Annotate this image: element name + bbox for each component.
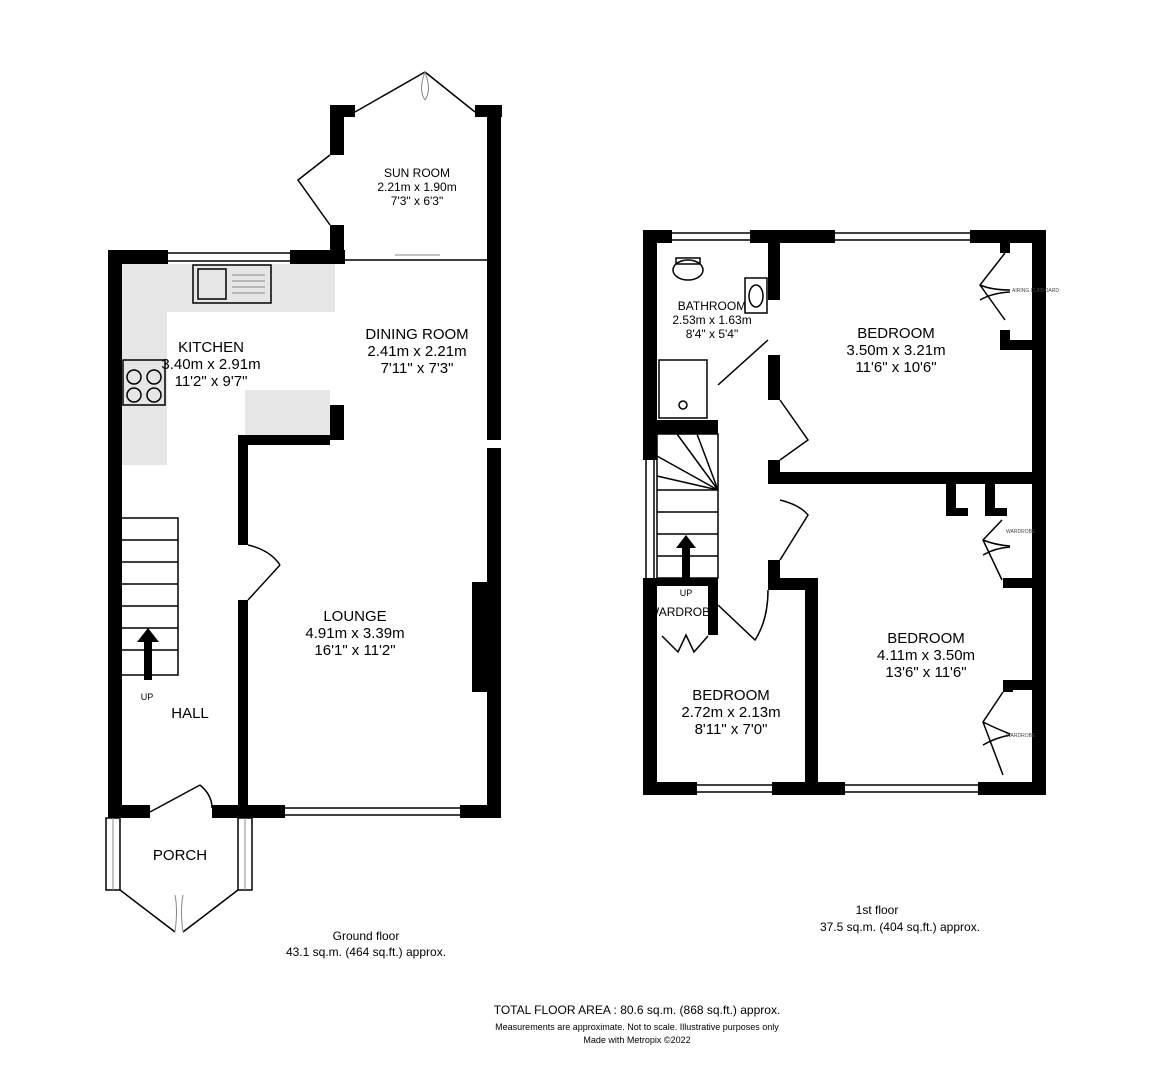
room-name: LOUNGE: [323, 608, 386, 625]
room-metric: 3.50m x 3.21m: [846, 342, 945, 359]
shower-icon: [658, 359, 708, 419]
room-name: DINING ROOM: [365, 326, 468, 343]
kitchen-counter-left: [122, 264, 167, 465]
stairs-label: UP: [680, 588, 693, 598]
room-imperial: 8'4" x 5'4": [686, 327, 738, 341]
room-name: KITCHEN: [178, 339, 244, 356]
room-name: BEDROOM: [692, 687, 770, 704]
room-metric: 2.53m x 1.63m: [672, 313, 751, 327]
room-imperial: 16'1" x 11'2": [314, 642, 395, 659]
airing-cupboard-label: AIRING CUPBOARD: [1012, 288, 1059, 294]
room-name: HALL: [171, 705, 209, 722]
arrow-up-icon: [676, 535, 696, 548]
stairs-label: UP: [141, 692, 154, 702]
room-metric: 4.91m x 3.39m: [305, 625, 404, 642]
room-metric: 2.72m x 2.13m: [681, 704, 780, 721]
room-imperial: 8'11" x 7'0": [695, 721, 768, 738]
floor-label: 1st floor: [856, 903, 899, 917]
ground-stairs: [119, 517, 179, 680]
floor-area: 43.1 sq.m. (464 sq.ft.) approx.: [286, 945, 446, 959]
washbasin-icon: [744, 277, 768, 314]
room-imperial: 11'6" x 10'6": [855, 359, 936, 376]
hob-icon: [122, 359, 166, 406]
arrow-up-icon: [137, 628, 159, 642]
fireplace: [472, 582, 490, 692]
toilet-icon: [672, 257, 704, 281]
room-name: BEDROOM: [857, 325, 935, 342]
first-floor-stairs: [656, 433, 719, 579]
wardrobe-label: WARDROBE: [1006, 529, 1036, 535]
floor-label: Ground floor: [333, 929, 400, 943]
first-floor-plan: BATHROOM 2.53m x 1.63m 8'4" x 5'4" BEDRO…: [643, 230, 1059, 934]
room-metric: 4.11m x 3.50m: [877, 647, 975, 664]
ground-floor-plan: SUN ROOM 2.21m x 1.90m 7'3" x 6'3" KITCH…: [105, 71, 502, 959]
sink-icon: [192, 264, 272, 304]
room-name: PORCH: [153, 847, 207, 864]
wardrobe-label: WARDROBE: [648, 605, 718, 619]
room-name: BATHROOM: [678, 299, 746, 313]
room-metric: 3.40m x 2.91m: [161, 356, 260, 373]
room-name: BEDROOM: [887, 630, 965, 647]
kitchen-island: [245, 390, 330, 435]
room-imperial: 11'2" x 9'7": [175, 373, 248, 390]
room-imperial: 7'3" x 6'3": [391, 194, 443, 208]
total-floor-area: TOTAL FLOOR AREA : 80.6 sq.m. (868 sq.ft…: [494, 1003, 781, 1017]
room-metric: 2.21m x 1.90m: [377, 180, 456, 194]
room-name: SUN ROOM: [384, 166, 450, 180]
room-imperial: 7'11" x 7'3": [381, 360, 454, 377]
disclaimer: Measurements are approximate. Not to sca…: [495, 1022, 779, 1032]
credit: Made with Metropix ©2022: [583, 1035, 690, 1045]
floor-area: 37.5 sq.m. (404 sq.ft.) approx.: [820, 920, 980, 934]
room-imperial: 13'6" x 11'6": [885, 664, 966, 681]
wardrobe-label: WARDROBE: [1006, 733, 1036, 739]
room-metric: 2.41m x 2.21m: [367, 343, 466, 360]
